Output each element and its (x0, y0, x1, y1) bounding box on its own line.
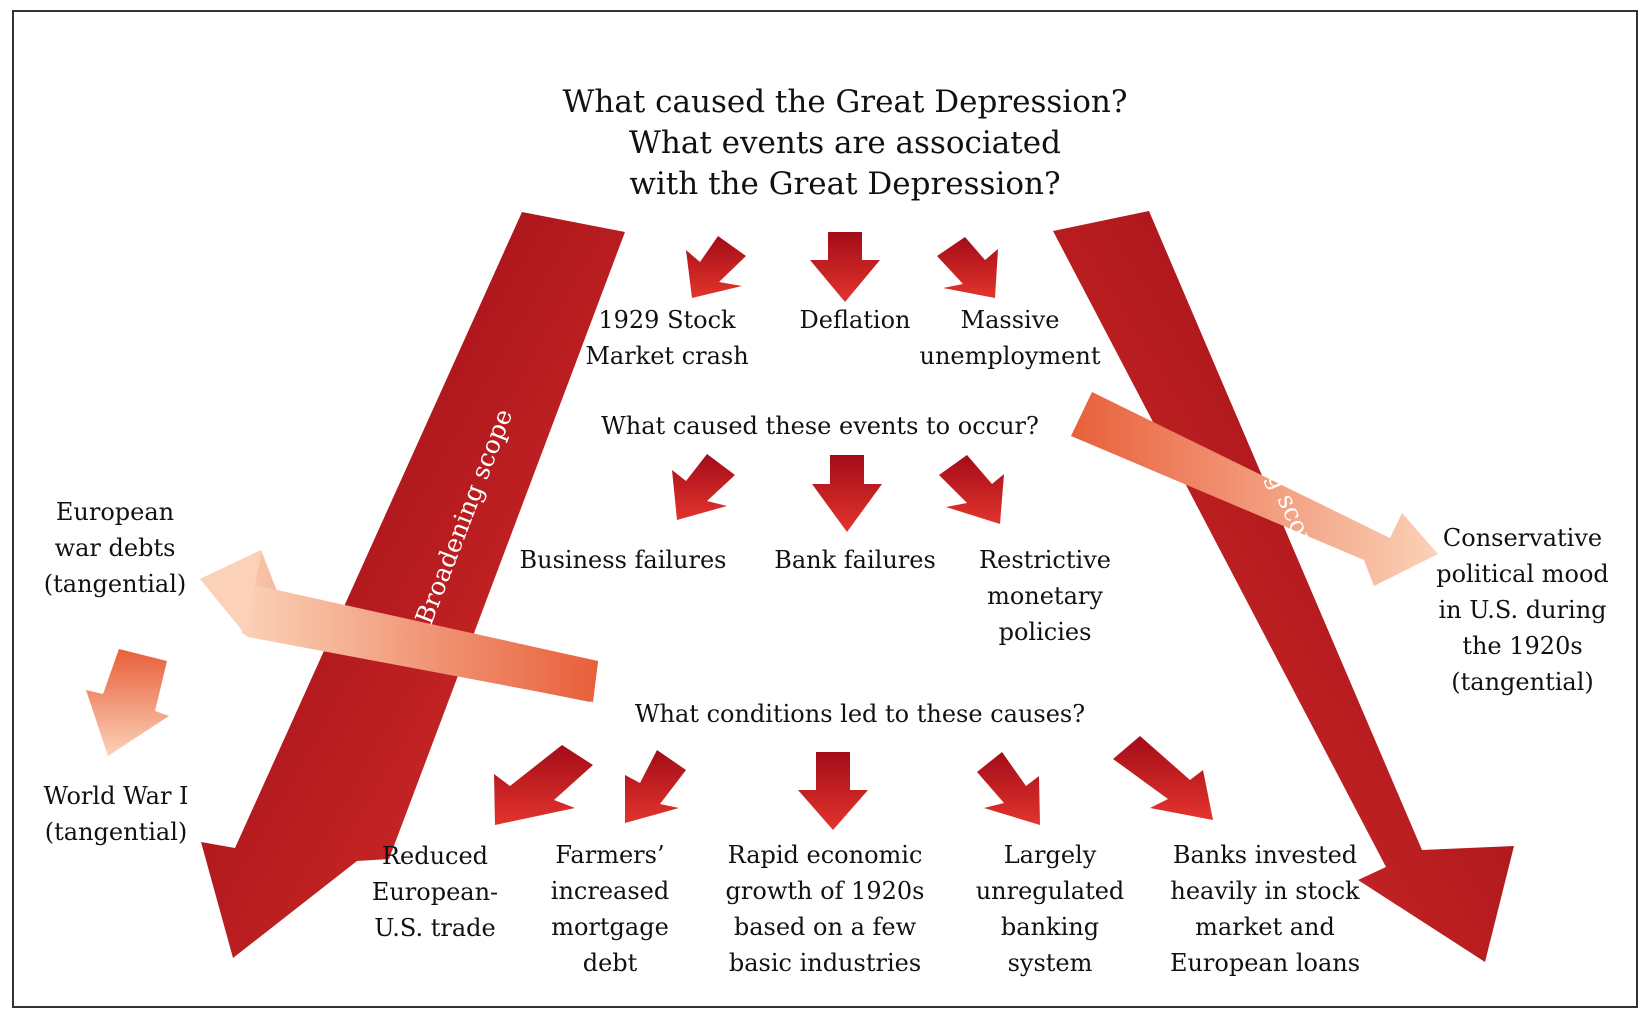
scope-arrow-left (201, 212, 625, 958)
event-deflation: Deflation (799, 306, 911, 334)
cause-business-failures: Business failures (519, 546, 727, 574)
tangent-conservative: Conservative political mood in U.S. duri… (1436, 524, 1609, 696)
arrow-to-bank-failures (812, 455, 882, 532)
condition-farmers-debt: Farmers’ increased mortgage debt (550, 841, 670, 977)
question-events: What caused these events to occur? (601, 412, 1039, 440)
condition-rapid-growth: Rapid economic growth of 1920s based on … (725, 841, 925, 977)
arrow-to-reduced-trade (494, 745, 593, 825)
question-conditions: What conditions led to these causes? (634, 700, 1086, 728)
tangent-wwi: World War I (tangential) (43, 782, 189, 846)
arrow-to-monetary-policies (939, 455, 1004, 524)
arrow-to-farmers-debt (625, 750, 686, 823)
scope-arrow-right (1053, 211, 1514, 962)
arrow-to-deflation (810, 232, 880, 302)
condition-unregulated-banking: Largely unregulated banking system (975, 841, 1125, 977)
condition-reduced-trade: Reduced European- U.S. trade (371, 842, 499, 942)
diagram-title: What caused the Great Depression? What e… (562, 84, 1128, 203)
tangent-arrow-war-debts-head (242, 584, 598, 702)
arrow-to-unregulated-banking (977, 752, 1040, 825)
cause-monetary-policies: Restrictive monetary policies (979, 546, 1111, 646)
tangent-arrow-wwi (86, 649, 169, 756)
tangent-arrow-war-debts-tip (200, 550, 262, 634)
cause-bank-failures: Bank failures (774, 546, 936, 574)
event-stock-crash: 1929 Stock Market crash (585, 306, 749, 370)
arrow-to-banks-invested (1113, 736, 1213, 820)
condition-banks-invested: Banks invested heavily in stock market a… (1169, 841, 1361, 977)
event-unemployment: Massive unemployment (919, 306, 1101, 370)
tangent-arrow-conservative (1071, 392, 1438, 586)
arrow-to-stock-crash (686, 236, 746, 298)
arrow-to-rapid-growth (798, 752, 868, 830)
arrow-to-business-failures (672, 454, 735, 520)
arrow-to-unemployment (937, 237, 998, 298)
tangent-war-debts: European war debts (tangential) (43, 498, 187, 598)
